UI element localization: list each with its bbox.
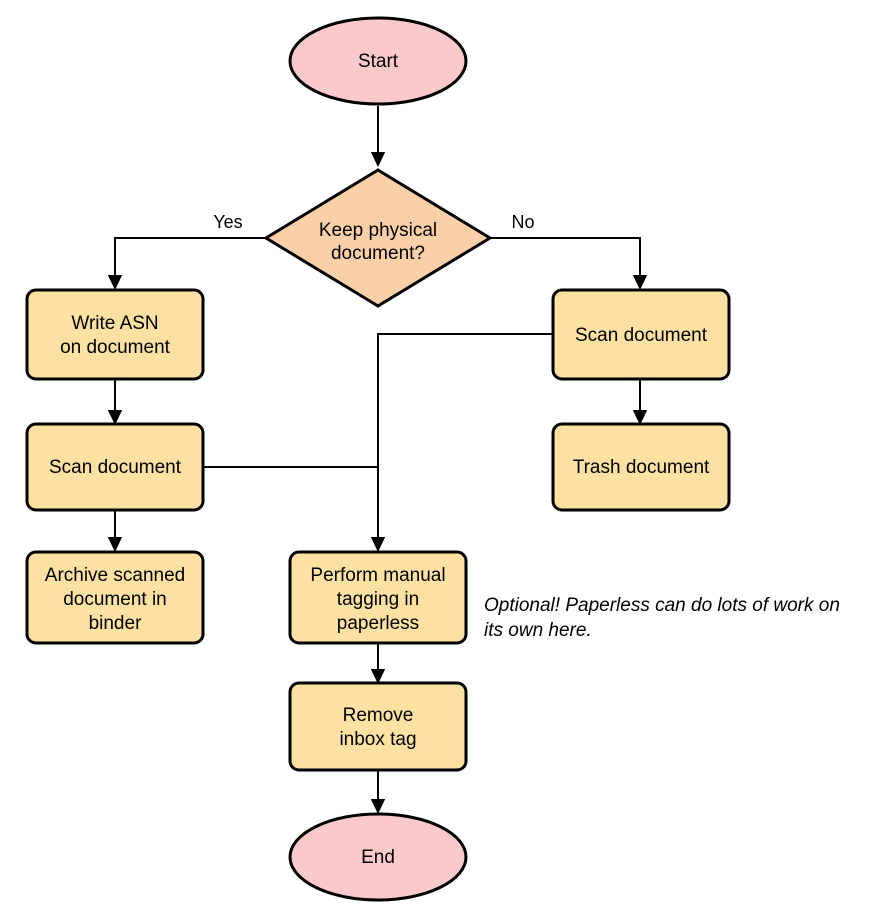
tagging-label-line2: tagging in	[337, 589, 419, 610]
node-trash-document[interactable]: Trash document	[551, 422, 731, 512]
node-archive-scanned-document[interactable]: Archive scanned document in binder	[25, 550, 205, 645]
decision-label-line1: Keep physical	[319, 220, 437, 241]
node-start[interactable]: Start	[288, 16, 468, 106]
remove-inbox-tag-box	[288, 681, 468, 772]
optional-note: Optional! Paperless can do lots of work …	[484, 595, 840, 641]
tagging-label-line3: paperless	[337, 613, 419, 634]
edge-label-layer: Yes No	[213, 212, 534, 232]
archive-box	[25, 550, 205, 645]
optional-note-line2: its own here.	[484, 620, 592, 641]
optional-note-line1: Optional! Paperless can do lots of work …	[484, 595, 840, 616]
end-label: End	[361, 847, 395, 868]
archive-label-line3: binder	[89, 613, 142, 634]
node-remove-inbox-tag[interactable]: Remove inbox tag	[288, 681, 468, 772]
scan-document-left-box	[25, 422, 205, 512]
node-scan-document-left[interactable]: Scan document	[25, 422, 205, 512]
trash-document-box	[551, 422, 731, 512]
node-scan-document-right[interactable]: Scan document	[551, 288, 731, 381]
scan-document-left-label: Scan document	[49, 457, 182, 478]
write-asn-box	[25, 288, 205, 381]
scan-document-right-box	[551, 288, 731, 381]
decision-diamond	[263, 168, 493, 308]
write-asn-label-line1: Write ASN	[71, 313, 158, 334]
decision-label-line2: document?	[331, 243, 425, 264]
start-ellipse	[288, 16, 468, 106]
node-keep-physical-document[interactable]: Keep physical document?	[263, 168, 493, 308]
trash-document-label: Trash document	[573, 457, 710, 478]
archive-label-line1: Archive scanned	[45, 565, 185, 586]
start-label: Start	[358, 51, 399, 72]
remove-inbox-label-line2: inbox tag	[339, 729, 416, 750]
tagging-label-line1: Perform manual	[310, 565, 445, 586]
node-end[interactable]: End	[288, 812, 468, 902]
scan-document-right-label: Scan document	[575, 325, 708, 346]
edge-decision-yes-to-write-asn	[107, 237, 265, 290]
tagging-box	[288, 550, 468, 645]
edge-decision-no-to-scan-right	[490, 237, 648, 290]
edge-label-yes: Yes	[213, 212, 242, 232]
node-write-asn[interactable]: Write ASN on document	[25, 288, 205, 381]
archive-label-line2: document in	[63, 589, 167, 610]
write-asn-label-line2: on document	[60, 337, 171, 358]
edge-label-no: No	[511, 212, 534, 232]
edge-scan-right-to-tagging	[370, 333, 552, 552]
end-ellipse	[288, 812, 468, 902]
node-perform-manual-tagging[interactable]: Perform manual tagging in paperless	[288, 550, 468, 645]
edge-layer	[107, 106, 648, 814]
remove-inbox-label-line1: Remove	[343, 705, 414, 726]
